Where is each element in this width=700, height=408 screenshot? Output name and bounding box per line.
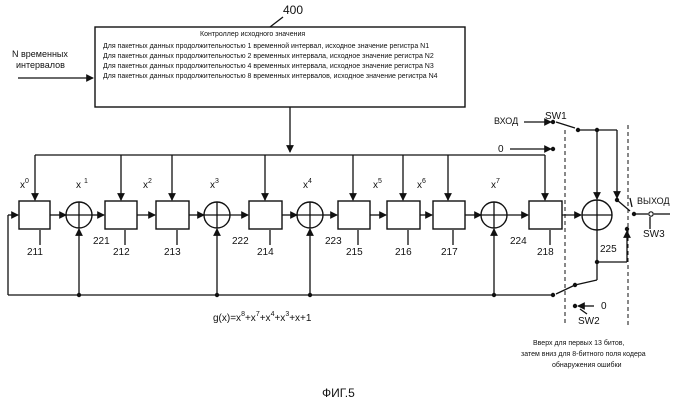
label-216: 216 [395, 247, 412, 258]
switch-note-line-1: Вверх для первых 13 битов, [533, 339, 625, 347]
switch-note-line-3: обнаружения ошибки [552, 361, 622, 369]
input-label-line-2: интервалов [16, 60, 65, 70]
block-id-labels: 211 221 212 213 222 214 223 215 216 217 … [27, 230, 617, 258]
junction-221 [77, 293, 81, 297]
power-x6: x6 [417, 178, 426, 191]
controller-number: 400 [283, 3, 303, 17]
switch-note-line-2: затем вниз для 8-битного поля кодера [521, 350, 646, 358]
zero-top-label: 0 [498, 144, 504, 155]
label-218: 218 [537, 247, 554, 258]
controller-leader-line [270, 17, 283, 27]
input-label-line-1: N временных [12, 49, 68, 59]
label-221: 221 [93, 236, 110, 247]
controller-title: Контроллер исходного значения [200, 31, 305, 38]
label-223: 223 [325, 236, 342, 247]
register-214 [249, 201, 282, 229]
xor-222 [204, 202, 230, 228]
sw1-lower-terminal [551, 147, 555, 151]
label-222: 222 [232, 236, 249, 247]
xor-225 [582, 200, 612, 230]
register-211 [19, 201, 50, 229]
sw2-feed [575, 280, 597, 285]
power-x0: x0 [20, 178, 29, 191]
output-label: ВЫХОД [637, 196, 670, 206]
controller-line-3: Для пакетных данных продолжительностью 4… [103, 63, 434, 70]
sw2-upper-terminal [551, 293, 555, 297]
power-x4: x4 [303, 178, 312, 191]
register-213 [156, 201, 189, 229]
sw3-label: SW3 [643, 229, 665, 240]
label-225: 225 [600, 244, 617, 255]
label-214: 214 [257, 247, 274, 258]
input-data-label: ВХОД [494, 116, 518, 126]
sw3-lower-terminal [625, 227, 629, 231]
xor-223 [297, 202, 323, 228]
register-217 [433, 201, 465, 229]
label-213: 213 [164, 247, 181, 258]
power-x3: x3 [210, 178, 219, 191]
register-218 [529, 201, 562, 229]
power-x1: x1 [76, 178, 88, 191]
label-224: 224 [510, 236, 527, 247]
power-x7: x7 [491, 178, 500, 191]
register-212 [105, 201, 137, 229]
seed-controller: 400 Контроллер исходного значения Для па… [95, 3, 465, 107]
xor-221 [66, 202, 92, 228]
generator-polynomial: g(x)=x8+x7+x4+x3+x+1 [213, 311, 312, 324]
power-labels: x0 x1 x2 x3 x4 x5 x6 x7 [20, 178, 500, 191]
power-x2: x2 [143, 178, 152, 191]
sw2-lower-terminal [573, 304, 577, 308]
label-212: 212 [113, 247, 130, 258]
sw1-label: SW1 [545, 111, 567, 122]
output-label-leader [630, 198, 632, 207]
register-216 [387, 201, 420, 229]
controller-line-4: Для пакетных данных продолжительностью 8… [103, 73, 438, 80]
controller-line-2: Для пакетных данных продолжительностью 2… [103, 53, 434, 60]
controller-line-1: Для пакетных данных продолжительностью 1… [103, 42, 429, 50]
sw1-blade [556, 122, 575, 128]
junction-224 [492, 293, 496, 297]
switch-sw3: ВЫХОД SW3 [615, 196, 670, 262]
sw2-label: SW2 [578, 316, 600, 327]
xor-224 [481, 202, 507, 228]
label-217: 217 [441, 247, 458, 258]
junction-222 [215, 293, 219, 297]
seed-drops [35, 155, 545, 200]
zero-bottom-label: 0 [601, 301, 607, 312]
figure-caption: ФИГ.5 [322, 386, 355, 400]
output-terminal [649, 212, 653, 216]
junction-223 [308, 293, 312, 297]
register-215 [338, 201, 370, 229]
power-x5: x5 [373, 178, 382, 191]
label-215: 215 [346, 247, 363, 258]
label-211: 211 [27, 247, 43, 258]
